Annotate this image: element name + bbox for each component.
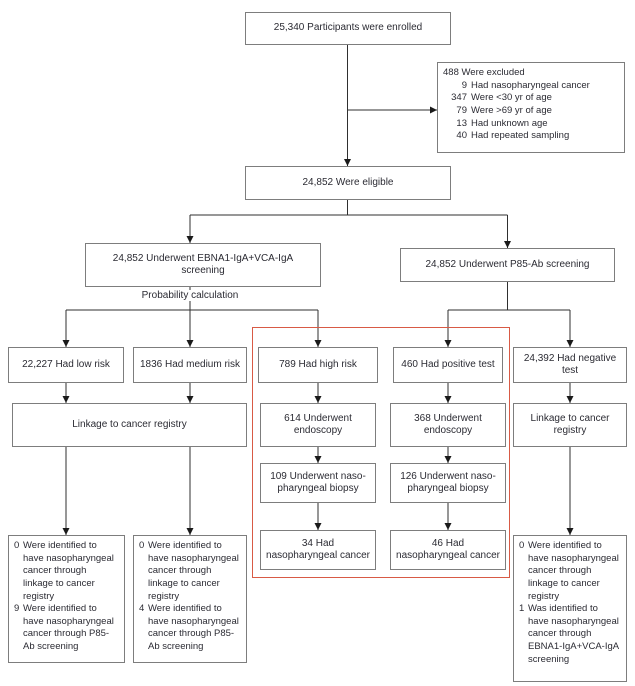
outcome-entry: 0 Were identified to have nasopharyngeal… <box>519 540 621 603</box>
node-label: 126 Underwent naso-pharyngeal biopsy <box>400 470 496 494</box>
excluded-item-count: 40 <box>456 130 467 142</box>
node-linkage-registry-left: Linkage to cancer registry <box>12 403 247 447</box>
outcome-entry: 9 Were identified to have nasopharyngeal… <box>14 603 119 654</box>
node-label: 614 Underwent endoscopy <box>284 412 352 436</box>
node-label: 460 Had positive test <box>401 358 495 370</box>
outcome-entry: 1 Was identified to have nasopharyngeal … <box>519 603 621 666</box>
node-label: 24,852 Were eligible <box>302 176 394 188</box>
node-label: 789 Had high risk <box>279 358 357 370</box>
node-label: Linkage to cancer registry <box>530 412 610 436</box>
excluded-item-text: Had unknown age <box>471 117 548 129</box>
node-label: 25,340 Participants were enrolled <box>273 22 423 34</box>
excluded-item-text: Had nasopharyngeal cancer <box>471 79 590 91</box>
excluded-title-line: 488 Were excluded <box>443 67 619 80</box>
node-low-risk: 22,227 Had low risk <box>8 347 124 383</box>
outcome-count: 9 <box>14 603 20 615</box>
node-medium-risk: 1836 Had medium risk <box>133 347 247 383</box>
outcome-count: 0 <box>519 540 525 551</box>
outcome-text: Was identified to have nasopharyngeal ca… <box>528 603 619 665</box>
excluded-item: 40 Had repeated sampling <box>443 130 619 143</box>
node-biopsy-high-risk: 109 Underwent naso-pharyngeal biopsy <box>260 463 376 503</box>
outcome-count: 0 <box>139 540 145 551</box>
node-endoscopy-positive: 368 Underwent endoscopy <box>390 403 506 447</box>
outcome-entry: 0 Were identified to have nasopharyngeal… <box>139 540 241 603</box>
node-high-risk: 789 Had high risk <box>258 347 378 383</box>
node-label: 24,852 Underwent P85-Ab screening <box>425 258 590 270</box>
node-label: 34 Had nasopharyngeal cancer <box>266 537 370 561</box>
excluded-title: 488 Were excluded <box>443 67 525 78</box>
excluded-item: 347 Were <30 yr of age <box>443 92 619 105</box>
outcome-text: Were identified to have nasopharyngeal c… <box>23 540 114 602</box>
outcome-entry: 0 Were identified to have nasopharyngeal… <box>14 540 119 603</box>
excluded-item-text: Were >69 yr of age <box>471 104 552 116</box>
node-excluded: 488 Were excluded 9 Had nasopharyngeal c… <box>437 62 625 153</box>
node-label: Linkage to cancer registry <box>72 418 187 430</box>
node-cancer-positive: 46 Had nasopharyngeal cancer <box>390 530 506 570</box>
node-screening-p85: 24,852 Underwent P85-Ab screening <box>400 248 615 282</box>
node-label: 46 Had nasopharyngeal cancer <box>396 537 500 561</box>
node-label: 109 Underwent naso-pharyngeal biopsy <box>270 470 366 494</box>
excluded-item-text: Were <30 yr of age <box>471 92 552 104</box>
node-label: 22,227 Had low risk <box>22 358 110 370</box>
node-label: 24,852 Underwent EBNA1-IgA+VCA-IgA scree… <box>112 252 294 276</box>
node-label: 1836 Had medium risk <box>139 358 241 370</box>
outcome-entry: 4 Were identified to have nasopharyngeal… <box>139 603 241 654</box>
outcome-text: Were identified to have nasopharyngeal c… <box>528 540 619 602</box>
excluded-item-count: 79 <box>456 104 467 116</box>
excluded-item-count: 9 <box>461 79 467 91</box>
node-cancer-high-risk: 34 Had nasopharyngeal cancer <box>260 530 376 570</box>
node-eligible: 24,852 Were eligible <box>245 166 451 200</box>
node-outcome-negative-test: 0 Were identified to have nasopharyngeal… <box>513 535 627 682</box>
outcome-count: 4 <box>139 603 145 615</box>
excluded-item: 9 Had nasopharyngeal cancer <box>443 80 619 93</box>
node-screening-ebna1: 24,852 Underwent EBNA1-IgA+VCA-IgA scree… <box>85 243 321 287</box>
outcome-text: Were identified to have nasopharyngeal c… <box>148 540 239 602</box>
excluded-item: 13 Had unknown age <box>443 118 619 131</box>
node-outcome-low-risk: 0 Were identified to have nasopharyngeal… <box>8 535 125 663</box>
node-linkage-registry-right: Linkage to cancer registry <box>513 403 627 447</box>
outcome-text: Were identified to have nasopharyngeal c… <box>23 603 114 652</box>
excluded-item-text: Had repeated sampling <box>471 130 570 142</box>
excluded-item-count: 347 <box>451 92 467 104</box>
node-label: 24,392 Had negative test <box>523 352 617 376</box>
node-outcome-medium-risk: 0 Were identified to have nasopharyngeal… <box>133 535 247 663</box>
outcome-text: Were identified to have nasopharyngeal c… <box>148 603 239 652</box>
outcome-count: 0 <box>14 540 20 551</box>
node-positive-test: 460 Had positive test <box>393 347 503 383</box>
node-biopsy-positive: 126 Underwent naso-pharyngeal biopsy <box>390 463 506 503</box>
node-negative-test: 24,392 Had negative test <box>513 347 627 383</box>
node-enrolled: 25,340 Participants were enrolled <box>245 12 451 45</box>
excluded-item: 79 Were >69 yr of age <box>443 105 619 118</box>
node-label: 368 Underwent endoscopy <box>414 412 482 436</box>
probability-calculation-label: Probability calculation <box>138 290 242 301</box>
outcome-count: 1 <box>519 603 525 615</box>
node-endoscopy-high-risk: 614 Underwent endoscopy <box>260 403 376 447</box>
excluded-item-count: 13 <box>456 117 467 129</box>
